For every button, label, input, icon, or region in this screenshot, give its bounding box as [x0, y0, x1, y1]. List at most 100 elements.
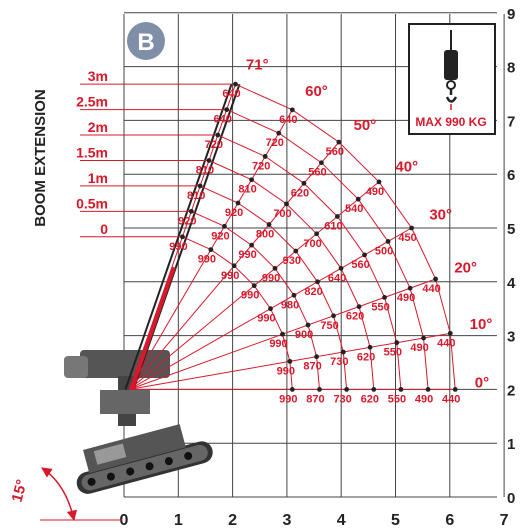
load-point — [206, 158, 212, 163]
load-value: 640 — [213, 114, 231, 126]
load-value: 990 — [257, 313, 275, 325]
load-value: 810 — [196, 164, 214, 176]
load-value: 490 — [397, 292, 415, 304]
load-point — [287, 358, 293, 364]
load-value: 810 — [238, 184, 256, 196]
x-tick-label: 7 — [500, 512, 509, 529]
y-tick-label: 0 — [507, 490, 515, 507]
extension-arc — [226, 109, 429, 390]
load-value: 720 — [252, 160, 270, 172]
load-value: 550 — [371, 301, 389, 313]
crawler-crane-machine — [64, 350, 213, 494]
load-point — [421, 335, 426, 341]
tilt-angle-label: 15° — [9, 478, 31, 504]
load-value: 450 — [398, 232, 416, 244]
y-tick-label: 7 — [507, 113, 515, 130]
load-value: 620 — [346, 311, 364, 323]
load-point — [266, 222, 272, 227]
load-value: 560 — [326, 146, 344, 158]
load-point — [222, 223, 227, 229]
load-point — [262, 154, 268, 159]
load-value: 440 — [442, 393, 460, 405]
load-point — [215, 132, 221, 138]
angle-labels: 0°10°20°30°40°50°60°71° — [246, 56, 492, 391]
load-point — [433, 276, 438, 282]
y-tick-label: 9 — [507, 6, 515, 23]
load-point — [301, 180, 307, 186]
load-value: 990 — [269, 338, 287, 350]
load-point — [291, 292, 297, 298]
load-point — [336, 139, 342, 145]
load-value: 810 — [187, 190, 205, 202]
x-tick-label: 2 — [228, 512, 237, 529]
extension-label: 2.5m — [76, 94, 108, 110]
load-value: 640 — [222, 88, 240, 100]
load-point — [231, 263, 237, 269]
load-point — [452, 387, 458, 392]
load-value: 640 — [279, 114, 297, 126]
load-value: 730 — [333, 393, 351, 405]
extension-arc — [182, 236, 293, 390]
load-value: 500 — [375, 245, 393, 257]
crane-hook-icon — [444, 30, 458, 103]
extension-label: 3m — [88, 68, 108, 84]
load-value: 560 — [308, 167, 326, 179]
angle-label: 30° — [429, 206, 452, 223]
load-point — [280, 331, 285, 337]
extension-label: 2m — [88, 119, 108, 135]
load-point — [335, 214, 340, 219]
badge-letter: B — [137, 29, 154, 56]
hook-box: MAX 990 KG — [408, 23, 496, 135]
load-point — [362, 252, 367, 258]
load-value: 620 — [291, 187, 309, 199]
load-value: 990 — [238, 249, 256, 261]
extension-arc — [217, 134, 402, 390]
load-value: 490 — [410, 342, 428, 354]
load-value: 560 — [351, 259, 369, 271]
load-value: 990 — [262, 272, 280, 284]
load-value: 870 — [303, 361, 321, 373]
angle-label: 60° — [305, 83, 328, 100]
angle-label: 20° — [454, 259, 477, 276]
x-tick-label: 6 — [445, 512, 454, 529]
load-value: 920 — [211, 230, 229, 242]
load-point — [233, 81, 238, 87]
load-point — [355, 196, 361, 202]
load-value: 990 — [198, 254, 216, 266]
load-point — [251, 283, 257, 289]
extension-label: 1m — [88, 170, 108, 186]
load-point — [268, 306, 273, 312]
y-tick-label: 3 — [507, 329, 515, 346]
load-point — [425, 387, 431, 392]
load-point — [293, 248, 299, 254]
extension-label: 1.5m — [76, 144, 108, 160]
boom-extension-title: BOOM EXTENSION — [32, 89, 49, 227]
y-tick-label: 6 — [507, 167, 515, 184]
load-value: 800 — [256, 229, 274, 241]
load-point — [272, 265, 278, 271]
x-tick-label: 5 — [391, 512, 400, 529]
load-value: 990 — [279, 393, 297, 405]
extension-arc — [208, 160, 375, 390]
load-value: 440 — [437, 337, 455, 349]
load-value: 550 — [384, 347, 402, 359]
load-point — [385, 239, 391, 244]
angle-label: 0° — [475, 374, 489, 391]
x-tick-label: 4 — [337, 512, 346, 529]
load-point — [398, 387, 404, 392]
load-value: 730 — [330, 356, 348, 368]
load-point — [382, 294, 387, 300]
extension-label: 0.5m — [76, 195, 108, 211]
tilt-indicator: 15° — [9, 467, 122, 522]
load-point — [289, 387, 295, 392]
load-value: 700 — [273, 208, 291, 220]
angle-label: 10° — [470, 316, 493, 333]
y-tick-label: 5 — [507, 221, 515, 238]
load-value: 720 — [205, 139, 223, 151]
load-point — [208, 247, 214, 253]
boom-cylinder — [129, 266, 176, 391]
